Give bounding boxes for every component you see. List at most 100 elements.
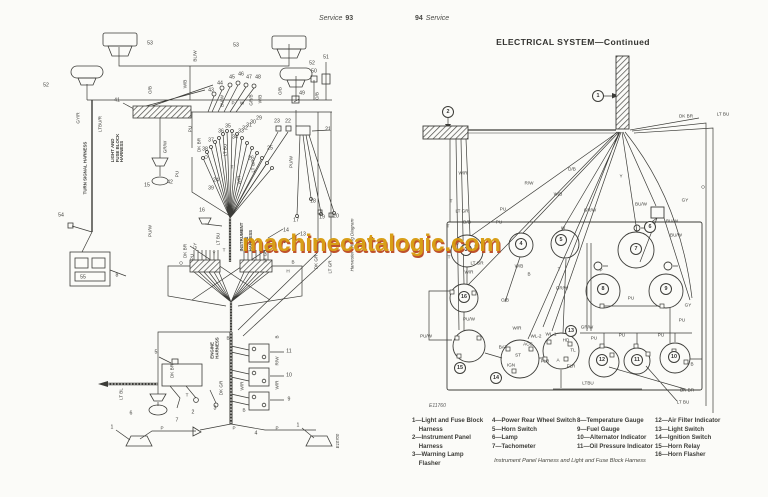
component-number-label: 20 <box>333 213 339 220</box>
wire-color-label: O <box>179 260 183 266</box>
wire-color-label: LT GR <box>327 260 333 274</box>
wire-color-label: PU <box>187 125 193 133</box>
legend-line: 16—Horn Flasher <box>655 451 706 459</box>
legend-line: 7—Tachometer <box>492 442 536 450</box>
wire-color-label: PU/W <box>420 333 432 339</box>
wire-color-label: BU/W <box>635 201 647 207</box>
wire-color-label: W <box>239 100 245 106</box>
wire-color-label: W/B <box>553 191 563 197</box>
wire-color-label: B <box>690 361 694 367</box>
wire-color-label: LT BL <box>118 388 124 400</box>
right-page-components <box>422 55 703 391</box>
wire-color-label: GY <box>684 302 692 308</box>
component-number-label: 16 <box>199 207 205 214</box>
component-number-label: 5 <box>154 349 158 356</box>
component-number-label: 34 <box>232 134 238 141</box>
wire-color-label: T <box>447 254 451 260</box>
wire-color-label: H <box>286 268 290 274</box>
component-number-label: 49 <box>299 90 305 97</box>
component-number-label: 32 <box>242 125 248 132</box>
wire-color-label: LTBU <box>582 380 594 386</box>
right-header-page-number: 94 <box>415 15 423 22</box>
wire-color-label: Y <box>212 250 216 256</box>
wire-color-label: IGN <box>506 362 516 368</box>
watermark: machinecatalogic.com <box>242 230 501 257</box>
wire-color-label: PU/W <box>147 225 153 237</box>
legend-line: 15—Horn Relay <box>655 442 701 450</box>
wire-color-label: W/R <box>239 381 245 391</box>
wire-color-label: LTBU/R <box>97 116 103 132</box>
wire-color-label: DK BR <box>679 387 695 393</box>
component-number-label: 53 <box>233 42 239 49</box>
left-page-components <box>67 32 336 447</box>
component-number-circle: 4 <box>515 238 527 250</box>
wire-color-label: O/B <box>147 86 153 94</box>
left-header-label: Service <box>319 15 343 22</box>
wire-color-label: P <box>231 100 235 106</box>
wire-color-label: T <box>185 392 189 398</box>
component-number-label: 52 <box>43 82 49 89</box>
wire-color-label: GR/B <box>248 94 254 106</box>
wire-color-label: LT GR <box>470 260 484 266</box>
wire-color-label: P <box>232 425 236 431</box>
legend-line: 2—Instrument Panel <box>412 434 471 442</box>
wire-color-label: PU <box>590 335 598 341</box>
left-header-page-number: 93 <box>345 15 354 22</box>
legend-line: 4—Power Rear Wheel Switch <box>492 417 576 424</box>
component-number-label: 42 <box>167 179 173 186</box>
wire-color-label: T <box>449 198 453 204</box>
wire-color-label: PU <box>657 332 665 338</box>
wire-color-label: GR/W <box>583 207 597 213</box>
figure-caption: Instrument Panel Harness and Light and F… <box>494 458 646 464</box>
component-number-label: 23 <box>274 118 280 125</box>
wire-color-label: W/B <box>257 94 263 104</box>
wire-color-label: T <box>230 164 234 170</box>
wire-color-label: W/R <box>274 380 280 390</box>
component-number-label: 44 <box>217 80 223 87</box>
wire-color-label: R/W <box>524 180 534 186</box>
harness-name-label: TURN SIGNAL HARNESS <box>82 141 88 195</box>
component-number-circle: 3 <box>460 244 472 256</box>
wire-color-label: Y <box>619 173 623 179</box>
wire-color-label: BL/W <box>192 50 198 62</box>
harness-name-label: ENGINE HARNESS <box>209 337 219 359</box>
component-number-label: 19 <box>319 214 325 221</box>
component-number-label: 1 <box>110 424 114 431</box>
figure-id: E11760 <box>429 403 446 409</box>
component-number-label: 46 <box>238 71 244 78</box>
wire-color-label: ST <box>515 352 521 358</box>
harness-name-label: LIGHT AND FUSE BLOCK HARNESS <box>110 133 125 163</box>
component-number-circle: 13 <box>565 325 577 337</box>
component-number-label: 8 <box>115 272 119 279</box>
wire-color-label: PU <box>189 253 195 261</box>
wire-color-label: GY/R <box>75 112 81 124</box>
wire-color-label: B <box>242 407 246 413</box>
wire-color-label: FLR <box>540 358 550 364</box>
component-number-label: 52 <box>309 60 315 67</box>
wire-color-label: W/B <box>182 79 188 89</box>
wire-color-label: LT BU <box>215 232 221 246</box>
wire-color-label: PU <box>618 332 626 338</box>
component-number-label: 53 <box>147 40 153 47</box>
legend-line: 3—Warning Lamp <box>412 451 464 459</box>
wire-color-label: B <box>274 335 280 339</box>
left-page-trunks <box>91 100 233 424</box>
component-number-label: 39 <box>208 185 214 192</box>
component-number-circle: 7 <box>630 243 642 255</box>
component-number-label: 33 <box>238 128 244 135</box>
component-number-label: 15 <box>144 182 150 189</box>
component-number-label: 30 <box>250 119 256 126</box>
component-number-label: 29 <box>256 115 262 122</box>
wire-color-label: T <box>446 223 450 229</box>
component-number-label: 2 <box>191 409 195 416</box>
component-number-label: 41 <box>114 97 120 104</box>
component-number-label: 7 <box>175 417 179 424</box>
wire-color-label: BAT <box>498 344 508 350</box>
component-number-label: 4 <box>254 430 258 437</box>
